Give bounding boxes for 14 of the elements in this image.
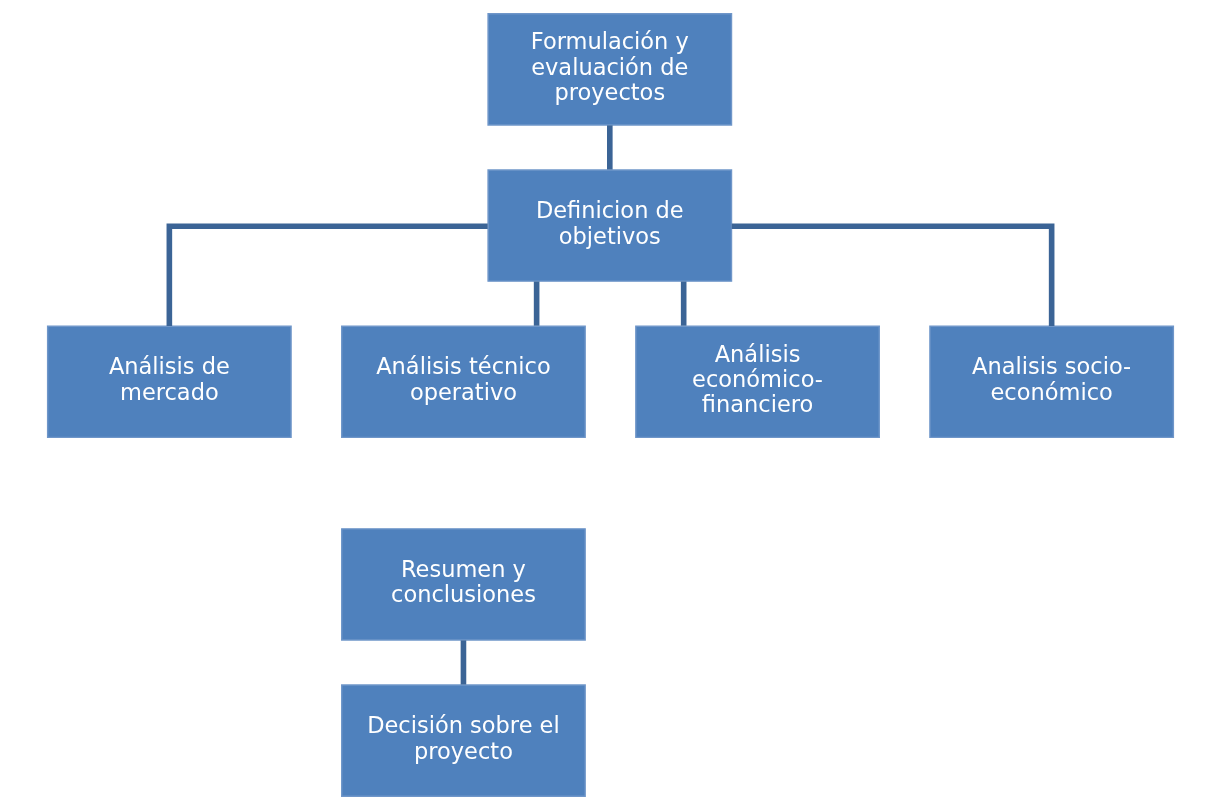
- connector: [680, 281, 686, 326]
- connector: [606, 125, 613, 170]
- node-box: Resumen y conclusiones: [340, 528, 586, 641]
- node-box: Analisis socio-económico: [928, 325, 1174, 439]
- node-box: Definicion de objetivos: [486, 169, 732, 282]
- node-box: Análisis técnico operativo: [340, 325, 586, 439]
- node-box: Análisis de mercado: [46, 325, 292, 439]
- connector: [460, 640, 466, 685]
- node-box: Decisión sobre el proyecto: [340, 684, 586, 797]
- connector: [731, 223, 1054, 327]
- connector: [533, 281, 539, 326]
- node-box: Análisis económico-financiero: [634, 325, 880, 439]
- node-box: Formulación y evaluación de proyectos: [486, 13, 732, 126]
- connector: [166, 223, 488, 327]
